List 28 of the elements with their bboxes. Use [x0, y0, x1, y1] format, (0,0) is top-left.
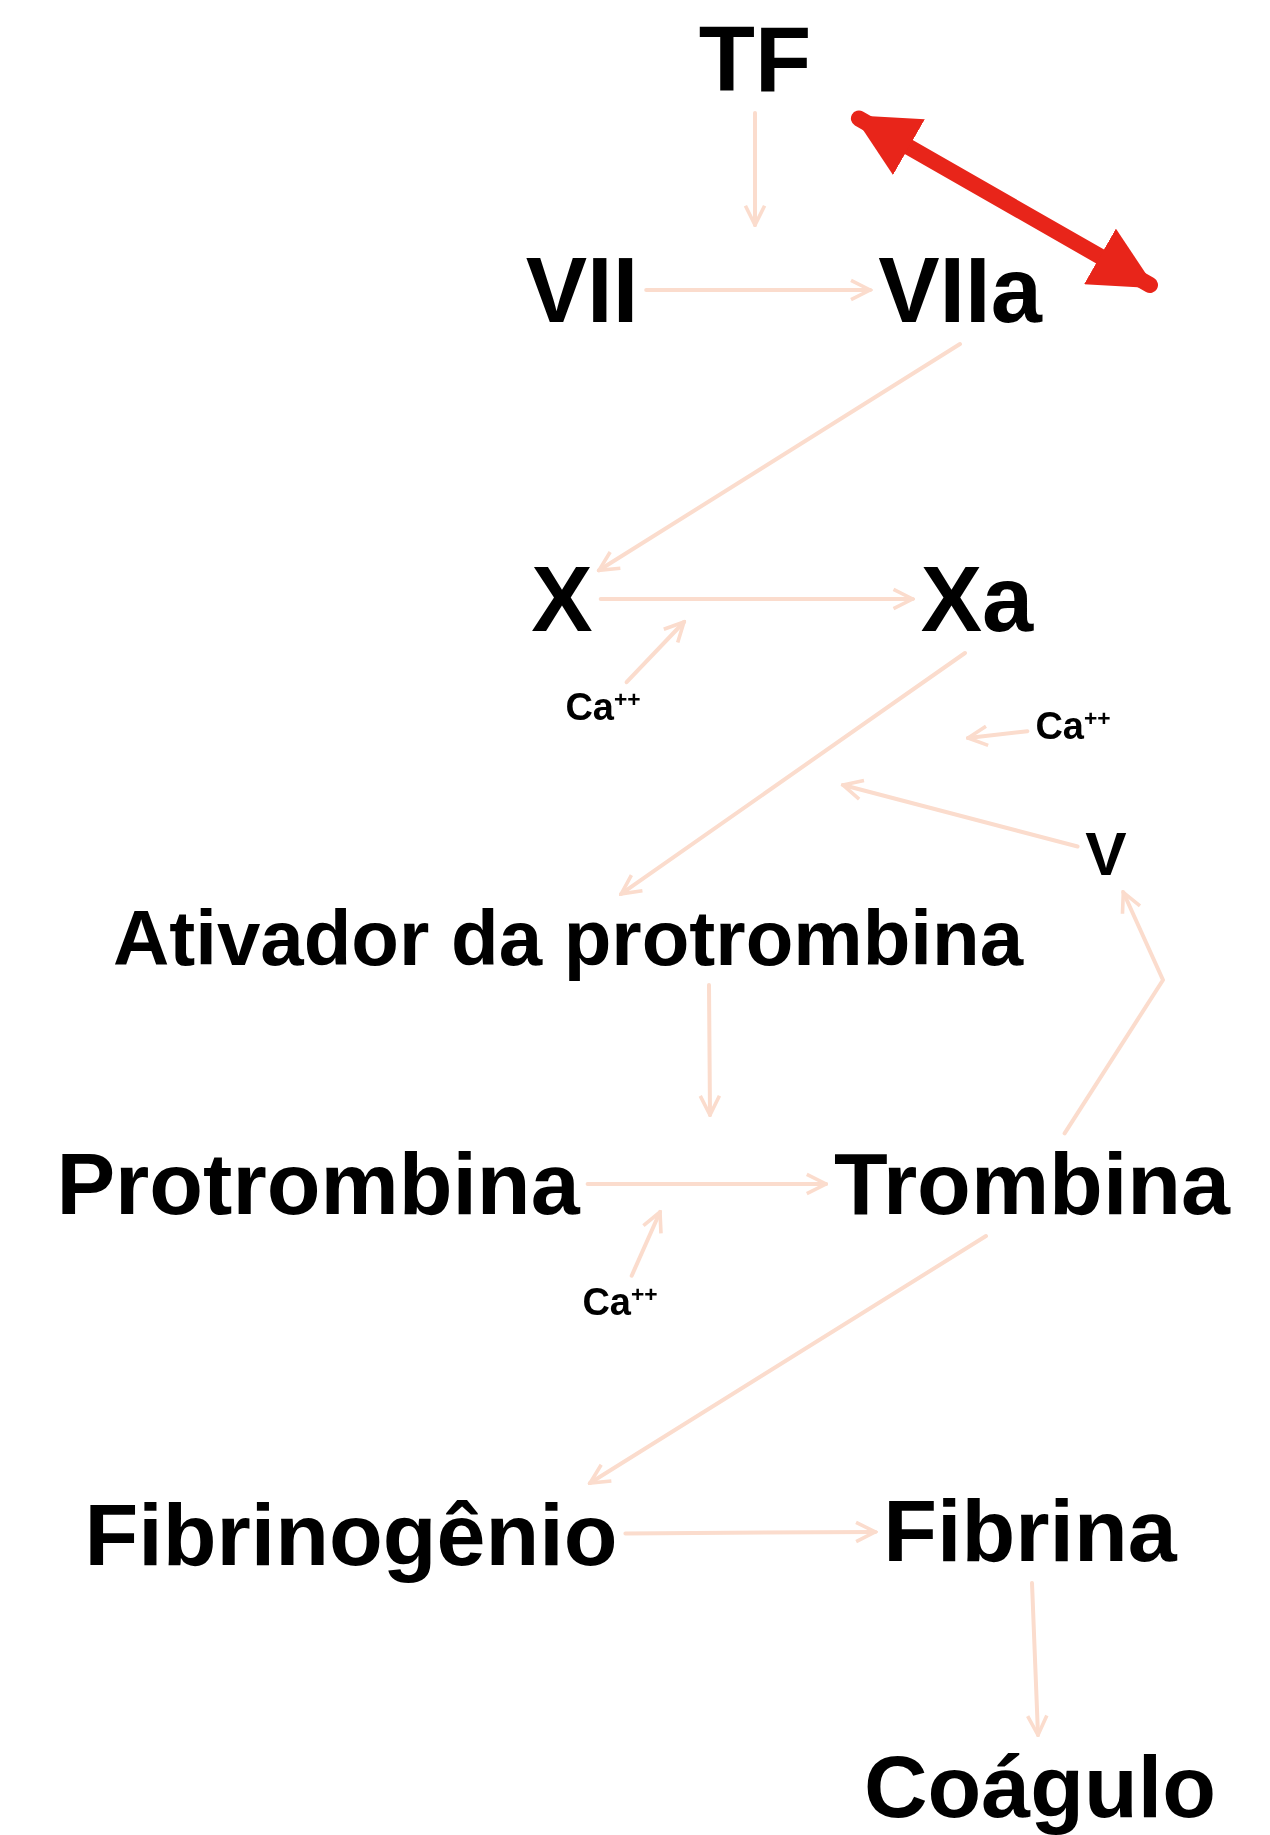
arrow: [1062, 890, 1165, 1136]
arrow: [598, 587, 915, 611]
factor-label: V: [1085, 823, 1127, 885]
factor-label: Ca$^{++}$: [582, 1283, 658, 1321]
factor-label: Protrombina: [56, 1140, 580, 1228]
factor-label: Trombina: [834, 1140, 1230, 1228]
arrow: [629, 1210, 663, 1278]
arrow: [966, 724, 1030, 748]
factor-label: Ca$^{++}$: [1035, 707, 1111, 745]
factor-label: X: [531, 553, 593, 645]
arrow: [841, 778, 1080, 849]
arrow: [644, 278, 873, 302]
factor-label: TF: [698, 13, 812, 105]
arrow: [623, 1520, 878, 1544]
arrow: [743, 111, 767, 227]
factor-label: Ca$^{++}$: [565, 688, 641, 726]
arrow: [588, 1234, 988, 1485]
arrow: [619, 651, 967, 896]
arrow: [1025, 1581, 1049, 1737]
arrow: [624, 620, 686, 685]
arrow: [698, 983, 722, 1117]
factor-label: VII: [525, 244, 639, 336]
factor-label: Fibrina: [883, 1487, 1177, 1575]
factor-label: VIIa: [878, 244, 1042, 336]
arrow: [597, 342, 962, 573]
arrow: [585, 1172, 828, 1196]
double-arrow: [850, 110, 1158, 293]
factor-label: Xa: [920, 553, 1034, 645]
